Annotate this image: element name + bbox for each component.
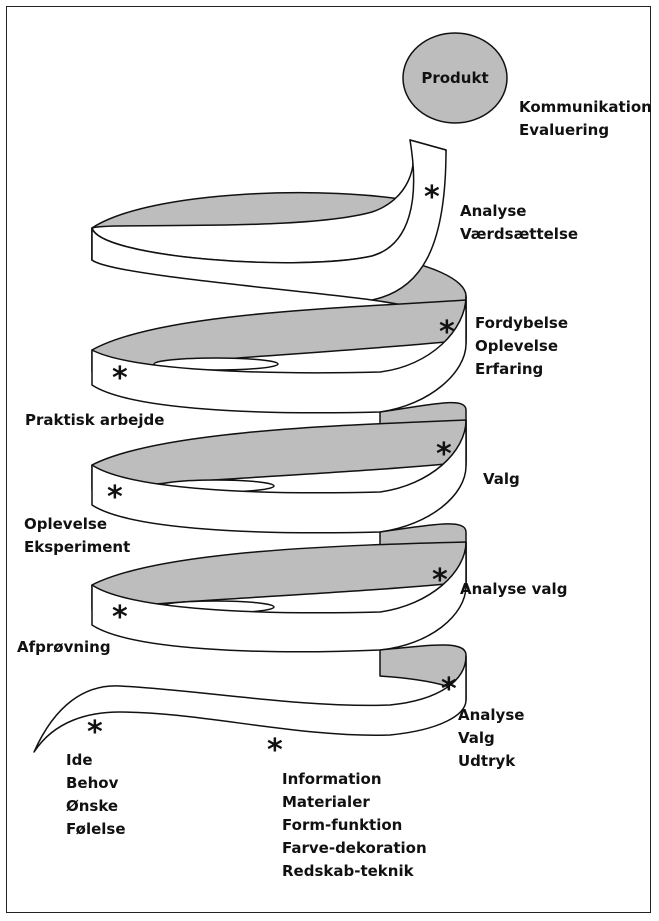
marker: * <box>87 715 103 750</box>
marker: * <box>436 437 452 472</box>
label-line: Værdsættelse <box>460 225 578 243</box>
label-line: Eksperiment <box>24 538 130 556</box>
marker: * <box>107 480 123 515</box>
label-line: Materialer <box>282 793 370 811</box>
label-line: Valg <box>458 729 495 747</box>
label-line: Ønske <box>66 797 118 815</box>
label-line: Udtryk <box>458 752 516 770</box>
label-line: Farve-dekoration <box>282 839 427 857</box>
label-line: Information <box>282 770 382 788</box>
label-line: Fordybelse <box>475 314 568 332</box>
marker: * <box>112 361 128 396</box>
label-line: Evaluering <box>519 121 609 139</box>
label-line: Afprøvning <box>17 638 111 656</box>
product-circle <box>402 32 508 124</box>
marker: * <box>112 600 128 635</box>
label-line: Form-funktion <box>282 816 402 834</box>
label-line: Oplevelse <box>475 337 558 355</box>
label-line: Analyse <box>460 202 526 220</box>
marker: * <box>441 672 457 707</box>
front-band-4 <box>91 541 467 653</box>
label-line: Oplevelse <box>24 515 107 533</box>
front-band-3 <box>91 419 467 534</box>
coil-2-inner <box>91 299 467 373</box>
top-band-end <box>91 139 447 301</box>
front-band-2 <box>91 295 467 414</box>
stage-labels: Kommunikation Evaluering Analyse Værdsæt… <box>17 98 652 880</box>
label-line: Praktisk arbejde <box>25 411 164 429</box>
label-line: Ide <box>66 751 93 769</box>
product-label: Produkt <box>421 69 488 87</box>
label-line: Kommunikation <box>519 98 652 116</box>
front-band-bottom <box>33 655 467 753</box>
label-line: Redskab-teknik <box>282 862 415 880</box>
coil-4-inner <box>91 541 467 611</box>
marker: * <box>439 315 455 350</box>
marker: * <box>267 733 283 768</box>
marker: * <box>424 180 440 215</box>
asterisk-markers: * * * * * * * * * * <box>87 180 457 768</box>
label-line: Følelse <box>66 820 126 838</box>
coil-3-inner <box>91 419 467 491</box>
marker: * <box>432 563 448 598</box>
label-line: Valg <box>483 470 520 488</box>
label-line: Analyse <box>458 706 524 724</box>
label-line: Behov <box>66 774 119 792</box>
label-line: Analyse valg <box>460 580 567 598</box>
label-line: Erfaring <box>475 360 543 378</box>
